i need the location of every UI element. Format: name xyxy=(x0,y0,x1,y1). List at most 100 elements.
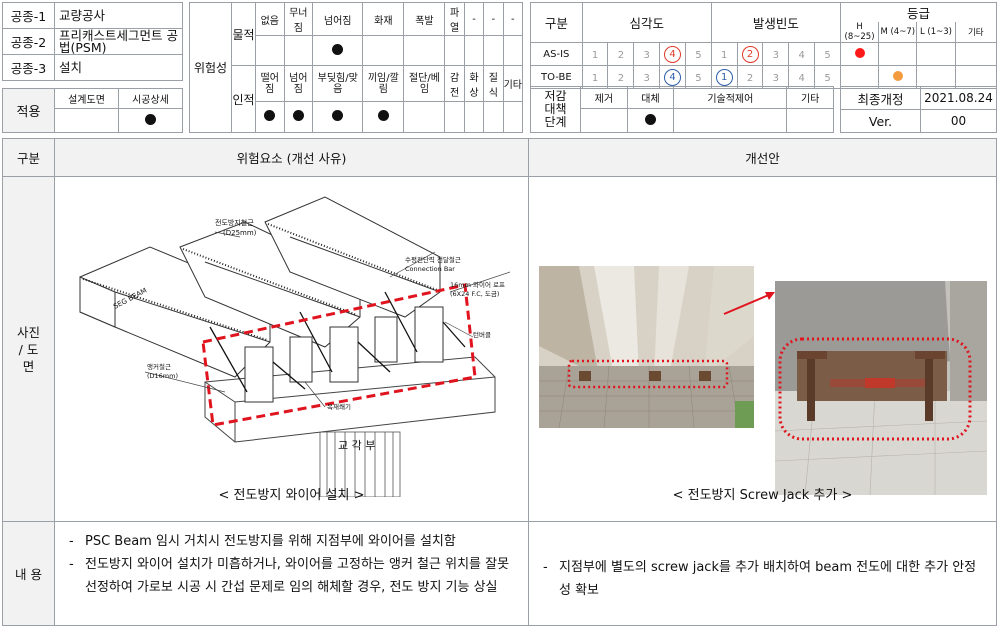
severity-selected: 4 xyxy=(664,45,682,63)
hazard-item: 없음 xyxy=(255,2,285,36)
hazard-mark-cell xyxy=(463,101,485,133)
hazard-mark-cell xyxy=(502,101,524,133)
hazard-material-label: 물적 xyxy=(231,2,256,66)
hazard-mark-cell xyxy=(403,101,446,133)
applied-col-design: 설계도면 xyxy=(54,88,119,109)
label-connection-bar-en: Connection Bar xyxy=(405,265,455,273)
severity-number: 5 xyxy=(695,50,702,61)
reduction-col: 제거 xyxy=(580,86,628,109)
work-type-label: 공종-1 xyxy=(2,2,55,29)
hazard-item: 넘어짐 xyxy=(283,65,314,102)
severity-cell: 4 xyxy=(659,65,686,89)
label-connection-bar-kr: 수평전단력 전달철근 xyxy=(405,255,461,264)
hazard-mark-cell xyxy=(312,101,364,133)
reduction-label: 저감 대책 단계 xyxy=(530,86,581,133)
hazard-item: 부딪힘/맞음 xyxy=(312,65,364,102)
hazard-human-label: 인적 xyxy=(231,65,256,133)
rating-col-label: 구분 xyxy=(530,2,583,43)
check-dot xyxy=(264,110,276,121)
hazard-item: 감전 xyxy=(444,65,465,102)
applied-col-detail: 시공상세 xyxy=(118,88,183,109)
photo-screw-jack xyxy=(775,281,987,495)
applied-table: 적용 설계도면 시공상세 xyxy=(2,88,183,133)
check-dot xyxy=(145,113,156,125)
label-anchor-rebar: 앵커철근 xyxy=(147,362,171,371)
grade-dot xyxy=(892,71,903,81)
reduction-mark-cell xyxy=(626,108,675,133)
work-type-label: 공종-3 xyxy=(2,54,55,81)
version-value: 00 xyxy=(920,109,997,133)
label-wire-spec: (6X24 F.C, 도금) xyxy=(450,290,499,298)
check-dot xyxy=(292,110,304,121)
improve-content-list: 지점부에 별도의 screw jack를 추가 배치하여 beam 전도에 대한… xyxy=(537,556,988,602)
hazard-mark-cell xyxy=(403,35,446,66)
hazard-mark-cell xyxy=(255,101,285,133)
hazard-mark-cell xyxy=(255,35,285,66)
hazard-mark-cell xyxy=(283,101,314,133)
frequency-number: 3 xyxy=(772,73,780,84)
grade-header: 등급 xyxy=(839,2,998,22)
frequency-cell: 5 xyxy=(814,65,841,89)
frequency-cell: 5 xyxy=(814,42,841,66)
frequency-number: 4 xyxy=(798,50,805,61)
revision-date: 2021.08.24 xyxy=(920,86,997,110)
improve-caption: < 전도방지 Screw Jack 추가 > xyxy=(672,488,853,503)
severity-number: 2 xyxy=(617,50,625,61)
frequency-number: 5 xyxy=(824,73,831,84)
hazard-mark-cell xyxy=(444,101,465,133)
grade-cell xyxy=(839,65,880,89)
hazard-item: 절단/베임 xyxy=(403,65,446,102)
frequency-cell: 2 xyxy=(736,65,764,89)
label-anchor-dia: (D16mm) xyxy=(147,372,178,380)
grade-col: H (8~25) xyxy=(839,22,880,43)
hazard-mark-cell xyxy=(483,101,504,133)
hazard-mark-cell xyxy=(444,35,465,66)
hazard-table: 위험성 물적 없음 무너짐 넘어짐 화재 폭발 파열 - - - 인적 떨어짐 … xyxy=(189,2,524,133)
risk-photo-cell: 전도방지철근 (D25mm) 수평전단력 전달철근 Connection Bar… xyxy=(54,176,529,522)
frequency-number: 1 xyxy=(721,50,728,61)
reduction-col: 대체 xyxy=(626,86,675,109)
severity-header: 심각도 xyxy=(581,2,712,43)
hazard-item: 화상 xyxy=(463,65,485,102)
severity-number: 1 xyxy=(591,50,599,61)
frequency-number: 4 xyxy=(798,73,805,84)
photo-highlight-box xyxy=(567,359,729,389)
hazard-mark-cell xyxy=(502,35,524,66)
frequency-selected: 2 xyxy=(741,45,759,63)
hazard-item: - xyxy=(483,2,504,36)
revision-table: 최종개정 2021.08.24 Ver. 00 xyxy=(840,86,997,133)
label-wire-rope: 16mm 와이어 로프 xyxy=(450,280,505,289)
label-pier-cap: 교 각 부 xyxy=(338,439,375,452)
severity-number: 3 xyxy=(643,50,650,61)
pier-column xyxy=(319,431,401,497)
frequency-number: 5 xyxy=(824,50,831,61)
photo-label: 사진 / 도면 xyxy=(2,176,55,522)
risk-header: 위험요소 (개선 사유) xyxy=(54,138,529,177)
grade-col: L (1~3) xyxy=(916,22,956,43)
severity-number: 3 xyxy=(643,73,650,84)
severity-cell: 1 xyxy=(581,42,609,66)
hazard-item: 무너짐 xyxy=(283,2,314,36)
hazard-item: 넘어짐 xyxy=(312,2,364,36)
risk-content-cell: PSC Beam 임시 거치시 전도방지를 위해 지점부에 와이어를 설치함전도… xyxy=(54,521,529,626)
photo-beam-underside xyxy=(539,266,754,428)
severity-cell: 4 xyxy=(659,42,686,66)
severity-number: 2 xyxy=(617,73,625,84)
content-label: 내 용 xyxy=(2,521,55,626)
severity-number: 5 xyxy=(695,73,702,84)
improve-content-cell: 지점부에 별도의 screw jack를 추가 배치하여 beam 전도에 대한… xyxy=(528,521,997,626)
main-col-label: 구분 xyxy=(2,138,55,177)
frequency-cell: 4 xyxy=(788,42,816,66)
reduction-mark-cell xyxy=(673,108,788,133)
applied-mark-design xyxy=(54,108,119,133)
work-type-value: 프리캐스트세그먼트 공법(PSM) xyxy=(54,28,183,55)
check-dot xyxy=(332,43,344,55)
hazard-mark-cell xyxy=(312,35,364,66)
label-bearing-block: 목재쐐기 xyxy=(327,402,351,411)
grade-dot xyxy=(854,48,865,58)
applied-mark-detail xyxy=(118,108,183,133)
